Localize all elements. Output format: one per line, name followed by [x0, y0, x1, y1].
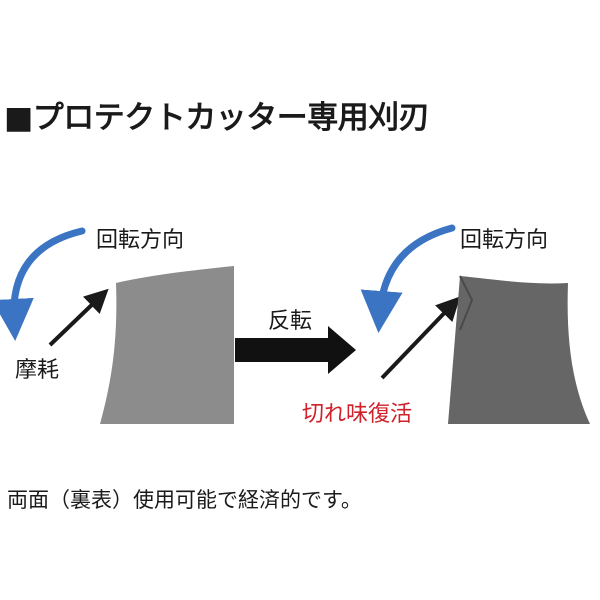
restore-label: 切れ味復活	[302, 402, 413, 427]
left-rotation-label: 回転方向	[96, 228, 185, 253]
flip-arrow-icon	[235, 326, 356, 374]
footer-note: 両面（裏表）使用可能で経済的です。	[7, 488, 362, 512]
restore-pointer-arrow-icon	[380, 296, 461, 380]
rotation-arrow-icon	[360, 224, 456, 333]
page-title: ■プロテクトカッター専用刈刃	[4, 100, 430, 136]
flipped-blade-shape	[448, 276, 590, 424]
right-rotation-label: 回転方向	[460, 228, 549, 253]
flip-label: 反転	[268, 309, 313, 334]
wear-pointer-arrow-icon	[48, 288, 109, 347]
wear-label: 摩耗	[15, 358, 60, 383]
rotation-arrow-icon	[0, 227, 86, 341]
flipped-blade-edge	[459, 275, 474, 331]
worn-blade-shape	[100, 266, 234, 424]
